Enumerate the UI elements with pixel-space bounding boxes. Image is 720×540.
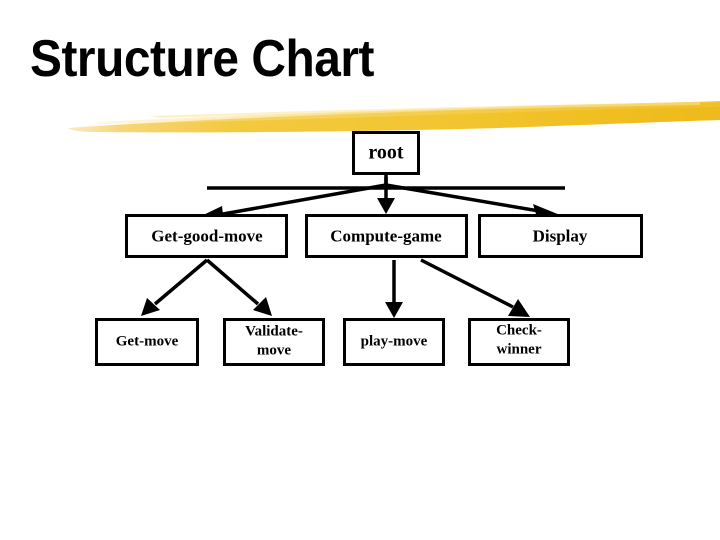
node-validate-move-box[interactable] bbox=[223, 318, 325, 366]
node-check-winner[interactable]: Check- winner bbox=[468, 318, 570, 366]
edge-get-good-move-to-validate-move bbox=[205, 258, 260, 306]
edge-get-good-move-to-get-move bbox=[153, 258, 209, 306]
node-get-good-move-label: Get-good-move bbox=[151, 226, 263, 245]
edge-root-to-get-good-move bbox=[211, 183, 387, 218]
arrowhead-get-good-move-to-get-move bbox=[141, 298, 160, 316]
node-validate-move-label-line2: move bbox=[257, 342, 291, 358]
arrowhead-compute-game-to-check-winner bbox=[508, 299, 530, 317]
node-compute-game-label: Compute-game bbox=[330, 226, 442, 245]
node-root-box[interactable] bbox=[352, 131, 420, 175]
arrowhead-compute-game-to-play-move bbox=[385, 302, 403, 318]
node-check-winner-label-line2: winner bbox=[497, 341, 542, 357]
node-validate-move-label-line1: Validate- bbox=[245, 323, 303, 339]
node-root-label: root bbox=[368, 142, 404, 164]
node-check-winner-label-line1: Check- bbox=[496, 322, 542, 338]
node-play-move-box[interactable] bbox=[343, 318, 445, 366]
node-get-good-move[interactable]: Get-good-move bbox=[125, 214, 288, 258]
node-compute-game[interactable]: Compute-game bbox=[305, 214, 468, 258]
node-compute-game-box[interactable] bbox=[305, 214, 468, 258]
node-check-winner-box[interactable] bbox=[468, 318, 570, 366]
edge-compute-game-to-check-winner bbox=[420, 258, 514, 309]
node-get-good-move-box[interactable] bbox=[125, 214, 288, 258]
node-play-move-label: play-move bbox=[361, 333, 428, 349]
node-display[interactable]: Display bbox=[478, 214, 643, 258]
node-validate-move[interactable]: Validate- move bbox=[223, 318, 325, 366]
node-display-label: Display bbox=[533, 226, 588, 245]
node-get-move[interactable]: Get-move bbox=[95, 318, 199, 366]
node-display-box[interactable] bbox=[478, 214, 643, 258]
arrowhead-root-to-compute-game bbox=[377, 198, 395, 214]
page-title: Structure Chart bbox=[30, 30, 374, 88]
arrowhead-get-good-move-to-validate-move bbox=[253, 297, 272, 316]
node-get-move-box[interactable] bbox=[95, 318, 199, 366]
node-root[interactable]: root bbox=[352, 131, 420, 175]
node-get-move-label: Get-move bbox=[116, 333, 179, 349]
edge-root-to-display bbox=[385, 183, 546, 214]
node-play-move[interactable]: play-move bbox=[343, 318, 445, 366]
